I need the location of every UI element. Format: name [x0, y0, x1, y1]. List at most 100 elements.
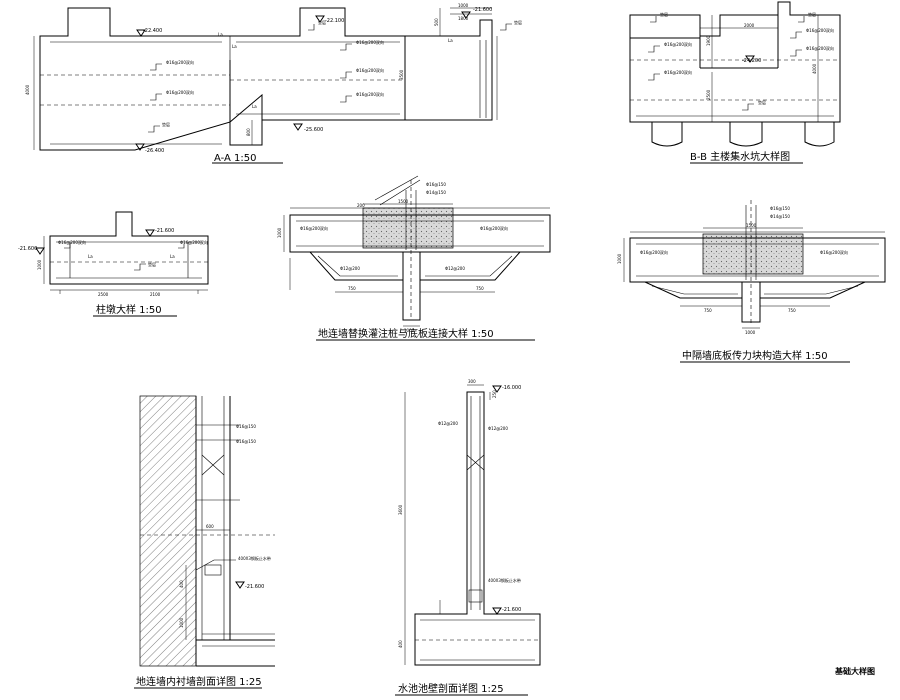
pool-wall-detail — [395, 384, 541, 696]
mw-rebar-2: Φ14@150 — [770, 214, 790, 219]
bb-dim-2500: 2500 — [706, 89, 711, 100]
aa-dim-1800: 1800 — [458, 16, 469, 21]
aa-dim-800: 800 — [246, 128, 251, 136]
iw-elev: -21.600 — [245, 584, 264, 590]
wp-rebar-4: Φ16@200双向 — [480, 225, 508, 231]
aa-title: A-A 1:50 — [214, 153, 257, 164]
pier-cushion: 垫层 — [148, 261, 156, 267]
pool-wall-title: 水池池壁剖面详图 1:25 — [398, 682, 504, 695]
aa-elev-pit: -25.600 — [304, 127, 323, 133]
pier-elev-left: -21.600 — [18, 246, 37, 252]
pier-rebar-1: Φ16@200双向 — [58, 239, 86, 245]
pw-dim-300: 300 — [468, 379, 476, 384]
mw-rebar-3: Φ16@200双向 — [640, 249, 668, 255]
pool-elev-bottom: -21.600 — [502, 607, 521, 613]
sheet-title: 基础大样图 — [834, 666, 875, 676]
pw-waterstop: 400X3钢板止水带 — [488, 577, 521, 583]
aa-cushion-3: 垫层 — [514, 19, 522, 25]
mw-rebar-4: Φ16@200双向 — [820, 249, 848, 255]
wp-rebar-5: Φ12@200 — [340, 266, 360, 271]
wp-rebar-2: Φ14@150 — [426, 190, 446, 195]
pier-detail-labels: -21.600 -21.600 1000 2500 2100 La La Φ16… — [18, 228, 208, 316]
aa-elev-right: -21.600 — [473, 7, 492, 13]
section-bb-labels: -24.200 1900 4000 2000 2500 Φ16@200双向 Φ1… — [660, 11, 834, 163]
mw-dim-750-right: 750 — [788, 308, 796, 313]
mw-rebar-1: Φ16@150 — [770, 206, 790, 211]
wp-dim-200: 200 — [357, 203, 365, 208]
aa-rebar-4: Φ16@200双向 — [356, 67, 384, 73]
inner-wall-title: 地连墙内衬墙剖面详图 1:25 — [136, 675, 262, 688]
bb-dim-4000: 4000 — [812, 63, 817, 74]
section-bb — [629, 1, 841, 164]
wp-rebar-1: Φ16@150 — [426, 182, 446, 187]
aa-cushion: 垫层 — [162, 121, 170, 127]
bb-elev: -24.200 — [742, 58, 761, 64]
pw-dim-3600: 3600 — [398, 504, 403, 515]
mw-dim-1000: 1000 — [617, 253, 622, 264]
aa-dim-500: 500 — [434, 18, 439, 26]
aa-la-4: La — [218, 32, 223, 37]
mw-dim-pile: 1000 — [745, 330, 756, 335]
aa-cushion-2: 垫层 — [318, 19, 326, 25]
bb-rebar-3: Φ16@200双向 — [806, 27, 834, 33]
wp-rebar-3: Φ16@200双向 — [300, 225, 328, 231]
bb-rebar-1: Φ16@200双向 — [664, 41, 692, 47]
iw-dim-600: 600 — [206, 524, 214, 529]
aa-la-1: La — [232, 44, 237, 49]
bb-cushion: 垫层 — [758, 99, 766, 105]
pier-detail — [35, 211, 209, 317]
iw-rebar-2: Φ16@150 — [236, 439, 256, 444]
wall-pile-title: 地连墙替换灌注桩与底板连接大样 1:50 — [318, 327, 494, 340]
bb-cushion-2: 垫层 — [660, 11, 668, 17]
aa-rebar-3: Φ16@200双向 — [356, 39, 384, 45]
wall-pile-labels: 1500 200 1000 750 750 1000 Φ16@150 Φ14@1… — [277, 182, 508, 340]
pool-elev-top: -16.000 — [502, 385, 521, 391]
section-aa-labels: -22.400 -22.100 -21.600 -25.600 -26.400 … — [25, 3, 522, 164]
pier-dim-2500: 2500 — [98, 292, 109, 297]
wp-dim-pile: 1000 — [404, 328, 415, 333]
aa-la-3: La — [252, 104, 257, 109]
pier-rebar-2: Φ16@200双向 — [180, 239, 208, 245]
pw-dim-250: 250 — [492, 390, 497, 398]
wall-pile-detail — [283, 175, 551, 341]
bb-title: B-B 主楼集水坑大样图 — [690, 150, 790, 163]
bb-rebar-4: Φ16@200双向 — [806, 45, 834, 51]
mw-dim-1500: 1500 — [746, 223, 757, 228]
wp-dim-750-left: 750 — [348, 286, 356, 291]
aa-elev-mid: -22.100 — [325, 18, 344, 24]
inner-wall-labels: Φ16@150 Φ16@150 400X3钢板止水带 -21.600 600 4… — [136, 424, 271, 688]
pier-la-2: La — [170, 254, 175, 259]
bb-cushion-3: 垫层 — [808, 11, 816, 17]
aa-elev-left: -22.400 — [143, 28, 162, 34]
aa-dim-3500: 3500 — [399, 69, 404, 80]
bb-rebar-2: Φ16@200双向 — [664, 69, 692, 75]
wp-dim-750-right: 750 — [476, 286, 484, 291]
bb-dim-2000: 2000 — [744, 23, 755, 28]
pier-la-1: La — [88, 254, 93, 259]
pw-rebar-1: Φ12@200 — [438, 421, 458, 426]
iw-rebar-1: Φ16@150 — [236, 424, 256, 429]
wp-dim-1500: 1500 — [398, 199, 409, 204]
pier-elev-top: -21.600 — [155, 228, 174, 234]
mid-wall-detail — [623, 200, 886, 363]
pier-dim-1000: 1000 — [37, 259, 42, 270]
mw-dim-750-left: 750 — [704, 308, 712, 313]
iw-dim-1000: 1000 — [179, 617, 184, 628]
bb-dim-1900: 1900 — [706, 35, 711, 46]
aa-la-2: La — [448, 38, 453, 43]
aa-dim-height: 4000 — [25, 84, 30, 95]
aa-rebar-2: Φ16@200双向 — [166, 89, 194, 95]
wp-dim-1000: 1000 — [277, 227, 282, 238]
section-aa — [33, 7, 512, 164]
pier-title: 柱墩大样 1:50 — [96, 303, 162, 316]
aa-rebar-5: Φ16@200双向 — [356, 91, 384, 97]
mid-wall-labels: 1500 1000 750 750 1000 Φ16@150 Φ14@150 Φ… — [617, 206, 848, 362]
pw-rebar-2: Φ12@200 — [488, 426, 508, 431]
iw-dim-400: 400 — [179, 580, 184, 588]
aa-dim-1000: 1000 — [458, 3, 469, 8]
aa-rebar-1: Φ16@200双向 — [166, 59, 194, 65]
aa-elev-bottom: -26.400 — [145, 148, 164, 154]
inner-wall-detail — [134, 395, 275, 689]
pier-dim-2100: 2100 — [150, 292, 161, 297]
